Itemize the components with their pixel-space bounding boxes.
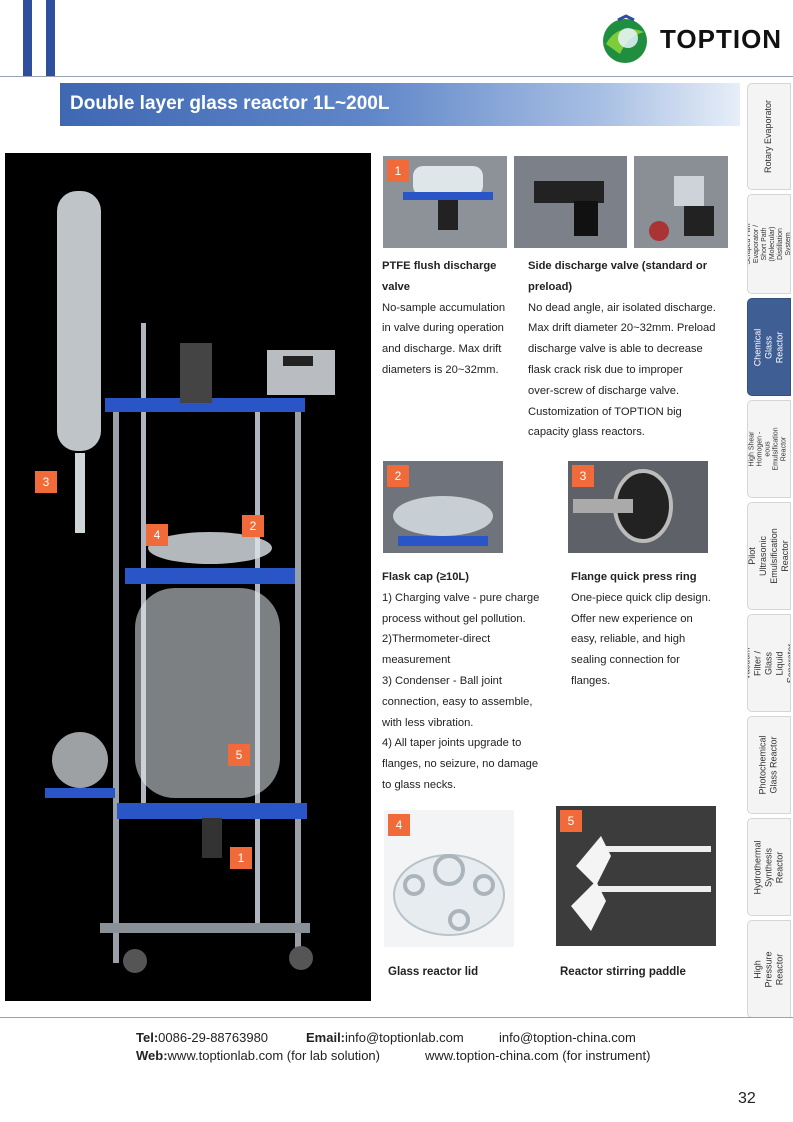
marker-2: 2 [242, 515, 264, 537]
side-valve-text-line: No dead angle, air isolated discharge. [528, 301, 716, 314]
flange-ring-text-line: Offer new experience on [571, 612, 693, 625]
tab-label: Hydrothermal Synthesis Reactor [752, 839, 785, 895]
stirring-paddle-caption: Reactor stirring paddle [560, 966, 686, 978]
tab-high-pressure-reactor[interactable]: High Pressure Reactor [747, 920, 791, 1018]
toption-logo-icon [598, 14, 652, 64]
tab-scraped-film-evaporator[interactable]: Scraped Film Evaporator / Short Path (Mo… [747, 194, 791, 294]
side-valve-photo-2 [634, 156, 728, 248]
flask-cap-text-line: process without gel pollution. [382, 612, 526, 625]
ptfe-valve-title-line: valve [382, 280, 410, 293]
page-title: Double layer glass reactor 1L~200L [70, 93, 390, 114]
flange-ring-description: Flange quick press ring One-piece quick … [571, 567, 711, 692]
flange-ring-text-line: sealing connection for [571, 654, 680, 667]
ptfe-valve-text-line: in valve during operation [382, 322, 504, 335]
tab-label: Rotary Evaporator [763, 99, 774, 174]
section1-badge: 1 [387, 160, 409, 182]
tab-chemical-glass-reactor[interactable]: Chemical Glass Reactor [747, 298, 791, 396]
tab-label: Vacuum Filter / Glass Liquid Seperator [747, 643, 791, 683]
header-stripe-2 [46, 0, 55, 76]
tab-vacuum-filter[interactable]: Vacuum Filter / Glass Liquid Seperator [747, 614, 791, 712]
flask-cap-text-line: 4) All taper joints upgrade to [382, 737, 522, 750]
tab-rotary-evaporator[interactable]: Rotary Evaporator [747, 83, 791, 190]
ptfe-valve-text-line: No-sample accumulation [382, 301, 506, 314]
tab-label: Chemical Glass Reactor [752, 328, 785, 366]
glass-lid-caption: Glass reactor lid [388, 966, 479, 978]
flange-ring-text-line: easy, reliable, and high [571, 633, 686, 646]
page-number: 32 [738, 1090, 756, 1107]
section3-right-badge: 5 [560, 810, 582, 832]
marker-5: 5 [228, 744, 250, 766]
side-valve-text-line: Customization of TOPTION big [528, 405, 682, 418]
side-valve-description: Side discharge valve (standard or preloa… [528, 256, 716, 443]
flask-cap-text-line: to glass necks. [382, 778, 456, 791]
stirring-paddle-photo: 5 [556, 806, 716, 946]
email-label: Email: [306, 1030, 346, 1045]
side-valve-text-line: capacity glass reactors. [528, 426, 645, 439]
web-label: Web: [136, 1048, 168, 1063]
marker-4: 4 [146, 524, 168, 546]
flange-ring-text-line: flanges. [571, 674, 611, 687]
footer-divider [0, 1017, 793, 1018]
tab-label: Pilot Ultrasonic Emulsification Reactor [747, 528, 791, 584]
flask-cap-text-line: 3) Condenser - Ball joint [382, 674, 503, 687]
glass-lid-photo: 4 [384, 810, 514, 947]
ptfe-valve-text-line: and discharge. Max drift [382, 343, 502, 356]
side-valve-text-line: discharge valve is able to decrease [528, 343, 703, 356]
flange-ring-title: Flange quick press ring [571, 571, 697, 583]
marker-3: 3 [35, 471, 57, 493]
section2-right-badge: 3 [572, 465, 594, 487]
flask-cap-text-line: connection, easy to assemble, [382, 695, 533, 708]
flask-cap-text-line: 2)Thermometer-direct [382, 633, 491, 646]
footer-web: Web:www.toptionlab.com (for lab solution… [136, 1048, 380, 1063]
section3-left-badge: 4 [388, 814, 410, 836]
web-link-2[interactable]: www.toption-china.com (for instrument) [425, 1048, 651, 1063]
tab-hydrothermal-synthesis-reactor[interactable]: Hydrothermal Synthesis Reactor [747, 818, 791, 916]
web-link-1[interactable]: www.toptionlab.com (for lab solution) [167, 1048, 380, 1063]
ptfe-valve-text-line: diameters is 20~32mm. [382, 363, 499, 376]
tab-photochemical-glass-reactor[interactable]: Photochemical Glass Reactor [747, 716, 791, 814]
side-valve-text-line: flask crack risk due to improper [528, 363, 683, 376]
side-valve-title-line: Side discharge valve (standard or [528, 260, 708, 272]
side-valve-text-line: Max drift diameter 20~32mm. Preload [528, 322, 716, 335]
ptfe-valve-photo: 1 [383, 156, 507, 248]
flange-ring-photo: 3 [568, 461, 708, 553]
footer-tel: Tel:0086-29-88763980 [136, 1030, 268, 1045]
flask-cap-text-line: flanges, no seizure, no damage [382, 758, 539, 771]
footer-email: Email:info@toptionlab.com [306, 1030, 464, 1045]
tab-high-shear-homogeneous[interactable]: High Shear Homogen -eous Emulsification … [747, 400, 791, 498]
tab-pilot-ultrasonic[interactable]: Pilot Ultrasonic Emulsification Reactor [747, 502, 791, 610]
side-valve-title-line: preload) [528, 280, 573, 293]
flange-ring-text-line: One-piece quick clip design. [571, 591, 711, 604]
section2-left-badge: 2 [387, 465, 409, 487]
header-divider [0, 76, 793, 77]
flask-cap-text-line: 1) Charging valve - pure charge [382, 591, 540, 604]
side-valve-text-line: over-screw of discharge valve. [528, 384, 680, 397]
tel-label: Tel: [136, 1030, 159, 1045]
main-reactor-photo: 3 4 2 5 1 [5, 153, 371, 1001]
flask-cap-title: Flask cap (≥10L) [382, 571, 469, 583]
reactor-illustration [45, 191, 335, 973]
marker-1: 1 [230, 847, 252, 869]
tab-label: High Shear Homogen -eous Emulsification … [749, 427, 788, 471]
ptfe-valve-title-line: PTFE flush discharge [382, 260, 497, 272]
header-stripe-1 [23, 0, 32, 76]
email-link-2[interactable]: info@toption-china.com [499, 1030, 636, 1045]
flask-cap-text-line: measurement [382, 654, 451, 667]
email-link-1[interactable]: info@toptionlab.com [345, 1030, 464, 1045]
flask-cap-text-line: with less vibration. [382, 716, 474, 729]
flask-cap-photo: 2 [383, 461, 503, 553]
tab-label: High Pressure Reactor [752, 951, 785, 988]
flask-cap-description: Flask cap (≥10L) 1) Charging valve - pur… [382, 567, 539, 796]
tab-label: Scraped Film Evaporator / Short Path (Mo… [747, 223, 791, 265]
brand-name: TOPTION [660, 24, 783, 54]
tab-label: Photochemical Glass Reactor [758, 735, 780, 795]
tel-value: 0086-29-88763980 [158, 1030, 269, 1045]
ptfe-valve-description: PTFE flush discharge valve No-sample acc… [382, 256, 505, 381]
page-title-bar: Double layer glass reactor 1L~200L [60, 83, 740, 126]
side-valve-photo-1 [514, 156, 627, 248]
